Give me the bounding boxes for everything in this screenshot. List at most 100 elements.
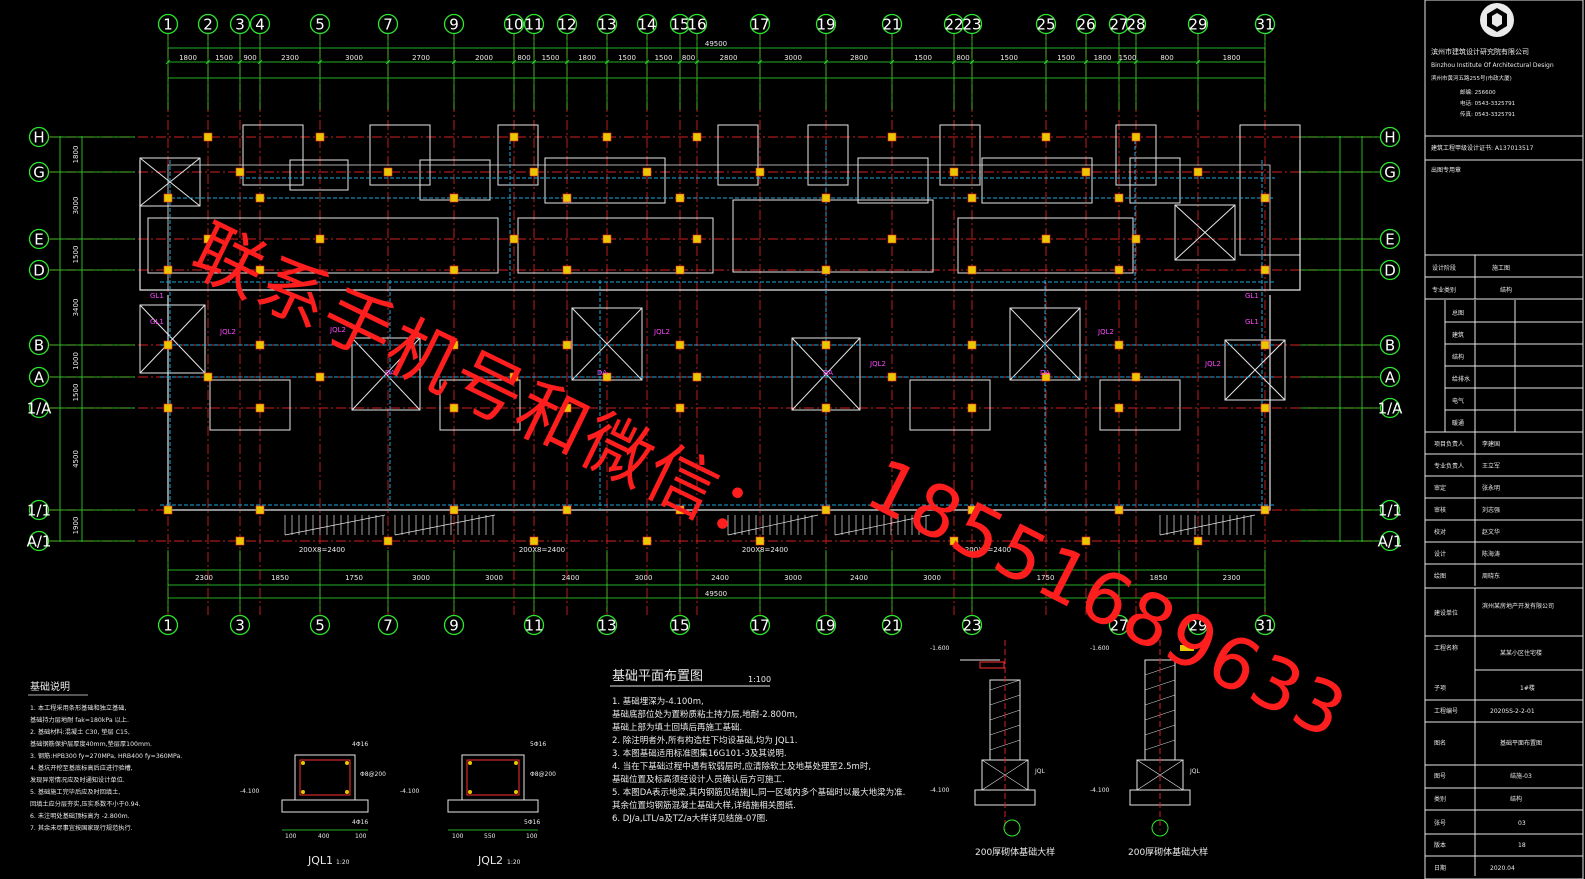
wall-detail-2: -1.600 -4.100 JQL 200厚砌体基础大样	[1090, 640, 1208, 858]
top-dim-5: 2700	[412, 54, 430, 62]
axis-bubble-top-10: 10	[503, 13, 525, 35]
svg-text:JQL2: JQL2	[653, 328, 670, 336]
axis-bubble-top-16: 16	[686, 13, 708, 35]
top-dim-7: 800	[517, 54, 530, 62]
jql1-offset-left: 100	[285, 833, 297, 840]
sign-row-1: 建筑	[1452, 331, 1464, 339]
axis-bubble-bottom-19: 19	[815, 614, 837, 636]
role-label-5: 设计	[1434, 550, 1446, 558]
jql2-width: 550	[484, 833, 496, 840]
svg-text:JQL2: JQL2	[1204, 360, 1221, 368]
svg-text:28: 28	[1126, 16, 1145, 34]
axis-bubble-top-15: 15	[669, 13, 691, 35]
svg-text:1/1: 1/1	[1378, 502, 1402, 520]
axis-bubble-top-12: 12	[556, 13, 578, 35]
bottom-dim-7: 2400	[711, 574, 729, 582]
bottom-dim-5: 2400	[562, 574, 580, 582]
svg-text:GL1: GL1	[150, 292, 164, 300]
axis-bubble-top-29: 29	[1187, 13, 1209, 35]
project-no: 2020SS-2-2-01	[1490, 708, 1535, 715]
axis-bubble-bottom-13: 13	[596, 614, 618, 636]
top-dim-20: 1800	[1094, 54, 1112, 62]
detail1-bottom-level: -4.100	[930, 787, 950, 794]
top-dim-22: 800	[1160, 54, 1173, 62]
axis-bubble-top-26: 26	[1075, 13, 1097, 35]
bottom-dim-1: 1850	[271, 574, 289, 582]
svg-text:4: 4	[255, 16, 265, 34]
left-dim-6: 4500	[72, 450, 80, 468]
plan-note-4: 3. 本图基础适用标准图集16G101-3及其说明.	[612, 748, 787, 759]
axis-bubble-top-17: 17	[749, 13, 771, 35]
svg-text:23: 23	[962, 16, 981, 34]
detail2-beam-label: JQL	[1189, 768, 1200, 775]
top-dim-3: 2300	[281, 54, 299, 62]
plan-note-0: 1. 基础埋深为-4.100m,	[612, 696, 704, 707]
plan-note-1: 基础底部位处为置粉质粘土持力层,地耐-2.800m,	[612, 709, 798, 720]
top-dim-10: 1500	[618, 54, 636, 62]
axis-bubble-top-7: 7	[377, 13, 399, 35]
svg-text:1/1: 1/1	[27, 502, 51, 520]
detail1-title: 200厚砌体基础大样	[975, 846, 1055, 858]
axis-bubble-left-2: E	[28, 228, 50, 250]
top-dim-2: 900	[243, 54, 256, 62]
foundation-note-5: 4. 基坑开挖至基底标高后应进行验槽,	[30, 764, 133, 772]
role-name-0: 李建国	[1482, 440, 1500, 448]
role-name-3: 刘志强	[1482, 506, 1500, 514]
axis-bubble-bottom-9: 9	[443, 614, 465, 636]
role-name-6: 周晓东	[1482, 572, 1500, 580]
axis-bubble-top-4: 4	[249, 13, 271, 35]
axis-bubble-bottom-7: 7	[377, 614, 399, 636]
plan-title: 基础平面布置图	[612, 669, 703, 684]
top-dim-12: 800	[682, 54, 695, 62]
svg-text:26: 26	[1076, 16, 1095, 34]
company-address: 滨州市黄河五路255号(市政大厦)	[1431, 74, 1512, 82]
jql2-top-rebar: 5Φ16	[530, 741, 546, 748]
svg-text:G: G	[33, 164, 45, 182]
axis-bubble-bottom-23: 23	[961, 614, 983, 636]
svg-text:DA: DA	[1040, 369, 1050, 377]
bottom-dim-9: 2400	[850, 574, 868, 582]
axis-bubble-bottom-17: 17	[749, 614, 771, 636]
building: 1#楼	[1520, 684, 1535, 692]
jql1-level: -4.100	[240, 788, 260, 795]
sign-row-5: 暖通	[1452, 419, 1464, 427]
section-jql1: -4.100 4Φ16 Φ8@200 4Φ16 400 100 100 JQL1…	[240, 741, 386, 867]
top-dim-18: 1500	[1000, 54, 1018, 62]
left-dim-4: 1000	[72, 352, 80, 370]
svg-text:27: 27	[1109, 16, 1128, 34]
svg-text:27: 27	[1109, 617, 1128, 635]
overall-dimension-bottom: 49500	[705, 590, 727, 598]
detail2-title: 200厚砌体基础大样	[1128, 846, 1208, 858]
company-fax: 传真: 0543-3325791	[1460, 110, 1515, 118]
sign-row-3: 给排水	[1452, 375, 1470, 383]
axis-bubble-right-7: 1/1	[1378, 499, 1402, 521]
axis-bubble-bottom-29: 29	[1187, 614, 1209, 636]
axis-bubble-bottom-11: 11	[523, 614, 545, 636]
plan-note-3: 2. 除注明者外,所有构造柱下均设基础,均为 JQL1.	[612, 735, 797, 746]
top-dim-21: 1500	[1119, 54, 1137, 62]
role-label-0: 项目负责人	[1434, 440, 1464, 448]
svg-text:A: A	[34, 369, 45, 387]
axis-bubble-left-0: H	[28, 126, 50, 148]
category-label: 类别	[1434, 795, 1446, 803]
plan-note-7: 5. 本图DA表示地梁,其内钢筋见结施JL,同一区域内多个基础时以最大地梁为准.	[612, 787, 905, 798]
jql2-bottom-rebar: 5Φ16	[524, 819, 540, 826]
sign-row-2: 结构	[1452, 353, 1464, 361]
left-dim-1: 3000	[72, 197, 80, 215]
svg-text:29: 29	[1188, 617, 1207, 635]
svg-text:2: 2	[203, 16, 213, 34]
svg-text:13: 13	[597, 16, 616, 34]
svg-text:D: D	[1384, 262, 1396, 280]
design-phase-label: 设计阶段	[1432, 264, 1456, 272]
svg-text:15: 15	[670, 617, 689, 635]
svg-text:GL1: GL1	[1245, 318, 1259, 326]
wall-detail-1: -1.600 -4.100 JQL 200厚砌体基础大样	[930, 640, 1055, 858]
top-dim-8: 1500	[542, 54, 560, 62]
svg-text:31: 31	[1255, 16, 1274, 34]
svg-text:JQL2: JQL2	[869, 360, 886, 368]
foundation-note-3: 基础钢筋保护层厚度40mm,垫层厚100mm.	[30, 740, 152, 748]
bottom-dim-4: 3000	[485, 574, 503, 582]
svg-text:GL1: GL1	[1245, 292, 1259, 300]
